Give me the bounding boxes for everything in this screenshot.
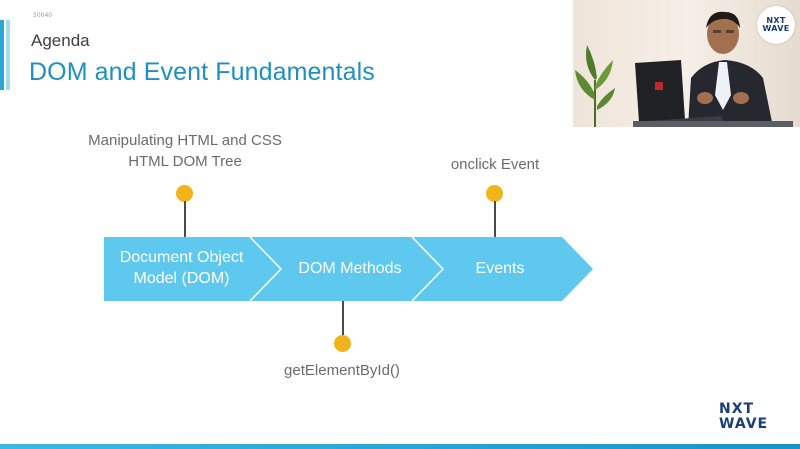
page-title: DOM and Event Fundamentals [29,58,375,86]
presenter-video: NXT WAVE [573,0,800,127]
video-brand-logo: NXT WAVE [757,6,795,44]
events-annotation: onclick Event [450,156,540,173]
presenter-icon [633,11,793,127]
flow-step-dom: Document Object Model (DOM) [119,249,244,287]
events-connector-line [494,201,496,237]
flow-divider-2 [411,236,445,302]
accent-bar [0,20,4,90]
dom-marker-dot [176,185,193,202]
video-logo-line-2: WAVE [762,24,790,33]
slide-id: 50040 [33,12,53,19]
brand-logo-line-2: WAVE [719,416,769,432]
flow-divider-1 [249,236,283,302]
brand-logo-line-1: NXT [719,401,755,417]
brand-logo: NXT WAVE [719,402,768,432]
dom-connector-line [184,201,186,237]
dom-annotation: Manipulating HTML and CSS HTML DOM Tree [70,130,300,172]
methods-annotation: getElementById() [284,362,400,379]
flow-step-methods: DOM Methods [298,260,402,277]
dom-annotation-line-1: Manipulating HTML and CSS [88,132,282,149]
dom-annotation-line-2: HTML DOM Tree [128,153,242,170]
section-label: Agenda [31,31,90,50]
video-logo-line-1: NXT [766,16,786,25]
flow-arrow-body [104,237,593,301]
events-marker-dot [486,185,503,202]
methods-connector-line [342,301,344,336]
methods-marker-dot [334,335,351,352]
bottom-accent-bar [0,444,800,449]
plant-icon [575,45,615,127]
flow-step-events: Events [475,260,525,277]
accent-bar-secondary [6,20,10,90]
